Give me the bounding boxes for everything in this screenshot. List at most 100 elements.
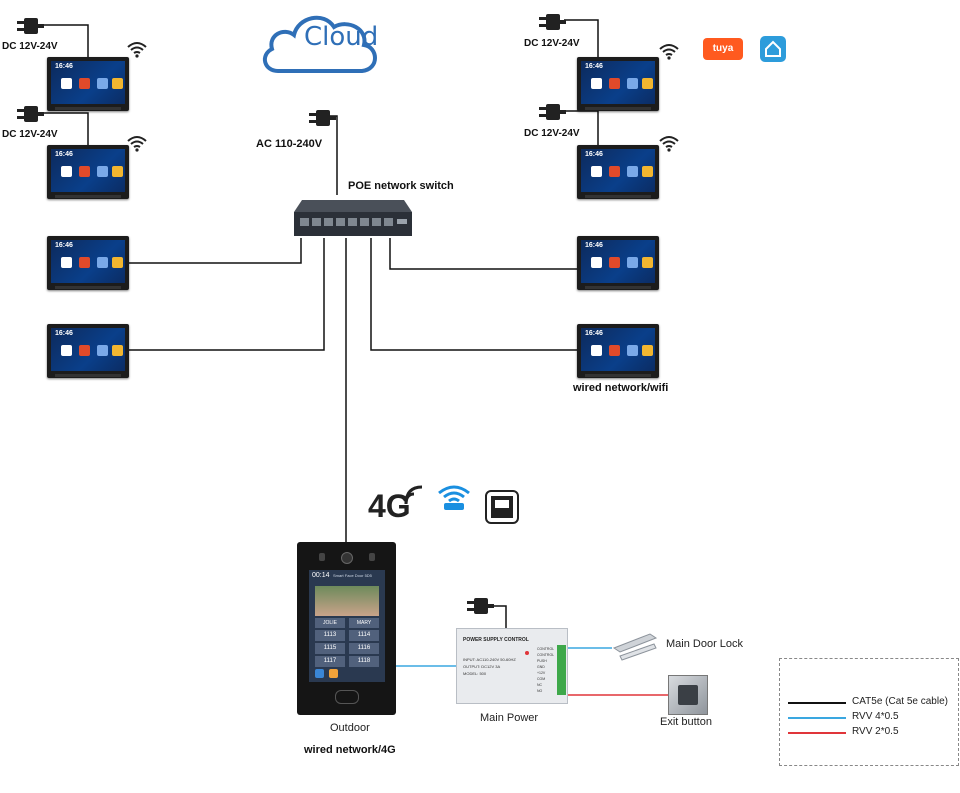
power-plug-icon bbox=[539, 14, 566, 30]
exit-button-label: Exit button bbox=[660, 716, 712, 728]
room-label: 1117 bbox=[323, 658, 337, 664]
terminal-label: NO bbox=[537, 689, 543, 693]
indoor-monitor: 16:46 bbox=[577, 57, 659, 111]
indoor-monitor: 16:46 bbox=[577, 145, 659, 199]
legend-label: RVV 4*0.5 bbox=[852, 711, 899, 722]
terminal-label: +12V bbox=[537, 671, 546, 675]
poe-switch bbox=[294, 200, 412, 236]
cloud-label: Cloud bbox=[304, 22, 379, 52]
room-label: 1114 bbox=[357, 632, 371, 638]
power-plug-icon bbox=[539, 104, 566, 120]
dc-voltage-label: DC 12V-24V bbox=[524, 38, 580, 49]
monitor-time: 16:46 bbox=[585, 151, 603, 158]
wifi-icon bbox=[659, 44, 679, 60]
legend-swatch bbox=[788, 732, 846, 734]
poe-switch-label: POE network switch bbox=[348, 180, 454, 192]
name-label: JOLIE bbox=[323, 620, 337, 626]
exit-button-icon bbox=[678, 685, 698, 705]
dc-voltage-label: DC 12V-24V bbox=[524, 128, 580, 139]
room-button[interactable]: 1113 bbox=[315, 630, 345, 641]
indoor-monitor: 16:46 bbox=[577, 236, 659, 290]
terminal-label: PUSH bbox=[537, 659, 547, 663]
ethernet-port-icon bbox=[485, 490, 519, 524]
power-plug-icon bbox=[467, 598, 494, 614]
psu-output: OUTPUT: DC12V 3A bbox=[463, 664, 501, 669]
outdoor-screen: 00:14 Smart Face Door 5D5 JOLIE MARY 111… bbox=[309, 570, 385, 682]
fourg-label: 4G bbox=[368, 488, 411, 525]
name-tile: MARY bbox=[349, 618, 379, 628]
room-button[interactable]: 1118 bbox=[349, 656, 379, 667]
wired-wifi-label: wired network/wifi bbox=[573, 382, 669, 394]
psu-title: POWER SUPPLY CONTROL bbox=[463, 637, 529, 643]
tuya-logo: tuya bbox=[703, 38, 743, 60]
wifi-logo-icon bbox=[438, 485, 470, 510]
terminal-label: CONTROL bbox=[537, 653, 555, 657]
dc-voltage-label: DC 12V-24V bbox=[2, 129, 58, 140]
exit-button-device bbox=[668, 675, 708, 715]
indoor-monitor: 16:46 bbox=[47, 57, 129, 111]
room-label: 1115 bbox=[323, 645, 337, 651]
room-button[interactable]: 1116 bbox=[349, 643, 379, 654]
wired-4g-label: wired network/4G bbox=[304, 744, 396, 756]
smart-life-logo bbox=[760, 36, 786, 62]
monitor-time: 16:46 bbox=[55, 330, 73, 337]
room-button[interactable]: 1114 bbox=[349, 630, 379, 641]
room-button[interactable]: 1115 bbox=[315, 643, 345, 654]
outdoor-time: 00:14 bbox=[312, 572, 330, 579]
dc-voltage-label: DC 12V-24V bbox=[2, 41, 58, 52]
room-label: 1113 bbox=[323, 632, 337, 638]
outdoor-station: 00:14 Smart Face Door 5D5 JOLIE MARY 111… bbox=[297, 542, 396, 715]
monitor-time: 16:46 bbox=[55, 242, 73, 249]
legend-swatch bbox=[788, 702, 846, 704]
confirm-icon[interactable] bbox=[329, 669, 338, 678]
visitor-photo bbox=[315, 586, 379, 616]
monitor-time: 16:46 bbox=[55, 151, 73, 158]
terminal-label: NC bbox=[537, 683, 543, 687]
room-label: 1116 bbox=[357, 645, 371, 651]
signal-icon bbox=[404, 485, 423, 505]
legend-swatch bbox=[788, 717, 846, 719]
wifi-icon bbox=[127, 136, 147, 152]
camera-bar bbox=[319, 550, 375, 564]
main-door-lock-label: Main Door Lock bbox=[666, 638, 744, 650]
indoor-monitor: 16:46 bbox=[577, 324, 659, 378]
legend-label: CAT5e (Cat 5e cable) bbox=[852, 696, 948, 707]
power-led bbox=[525, 651, 529, 655]
name-tile: JOLIE bbox=[315, 618, 345, 628]
wifi-icon bbox=[127, 42, 147, 58]
cloud-icon bbox=[262, 15, 377, 73]
psu-input: INPUT: AC110-240V 50-60HZ bbox=[463, 657, 516, 662]
wifi-icon bbox=[659, 136, 679, 152]
power-plug-icon bbox=[17, 106, 44, 122]
power-plug-icon bbox=[17, 18, 44, 34]
magnetic-lock-icon bbox=[612, 633, 658, 661]
indoor-monitor: 16:46 bbox=[47, 145, 129, 199]
name-label: MARY bbox=[356, 620, 372, 626]
power-supply-unit: POWER SUPPLY CONTROL INPUT: AC110-240V 5… bbox=[456, 628, 568, 704]
power-plug-icon bbox=[309, 110, 336, 126]
legend-label: RVV 2*0.5 bbox=[852, 726, 899, 737]
legend-item: RVV 2*0.5 bbox=[788, 726, 958, 740]
indoor-monitor: 16:46 bbox=[47, 236, 129, 290]
monitor-time: 16:46 bbox=[585, 63, 603, 70]
main-power-label: Main Power bbox=[480, 712, 539, 724]
terminal-label: CONTROL bbox=[537, 647, 555, 651]
terminal-label: COM bbox=[537, 677, 546, 681]
room-button[interactable]: 1117 bbox=[315, 656, 345, 667]
terminal-block bbox=[557, 645, 566, 695]
card-reader-icon bbox=[335, 690, 359, 704]
monitor-time: 16:46 bbox=[585, 330, 603, 337]
fourg-text: 4G bbox=[368, 488, 411, 524]
wifi-logo-text: WiFi bbox=[446, 511, 459, 517]
outdoor-title: Smart Face Door 5D5 bbox=[333, 573, 372, 578]
ac-voltage-label: AC 110-240V bbox=[256, 138, 323, 150]
legend-item: CAT5e (Cat 5e cable) bbox=[788, 696, 958, 710]
legend-item: RVV 4*0.5 bbox=[788, 711, 958, 725]
settings-icon[interactable] bbox=[315, 669, 324, 678]
tuya-logo-text: tuya bbox=[712, 43, 734, 54]
outdoor-label: Outdoor bbox=[330, 722, 370, 734]
room-label: 1118 bbox=[357, 658, 371, 664]
monitor-time: 16:46 bbox=[585, 242, 603, 249]
psu-model: MODEL: 500 bbox=[463, 671, 487, 676]
